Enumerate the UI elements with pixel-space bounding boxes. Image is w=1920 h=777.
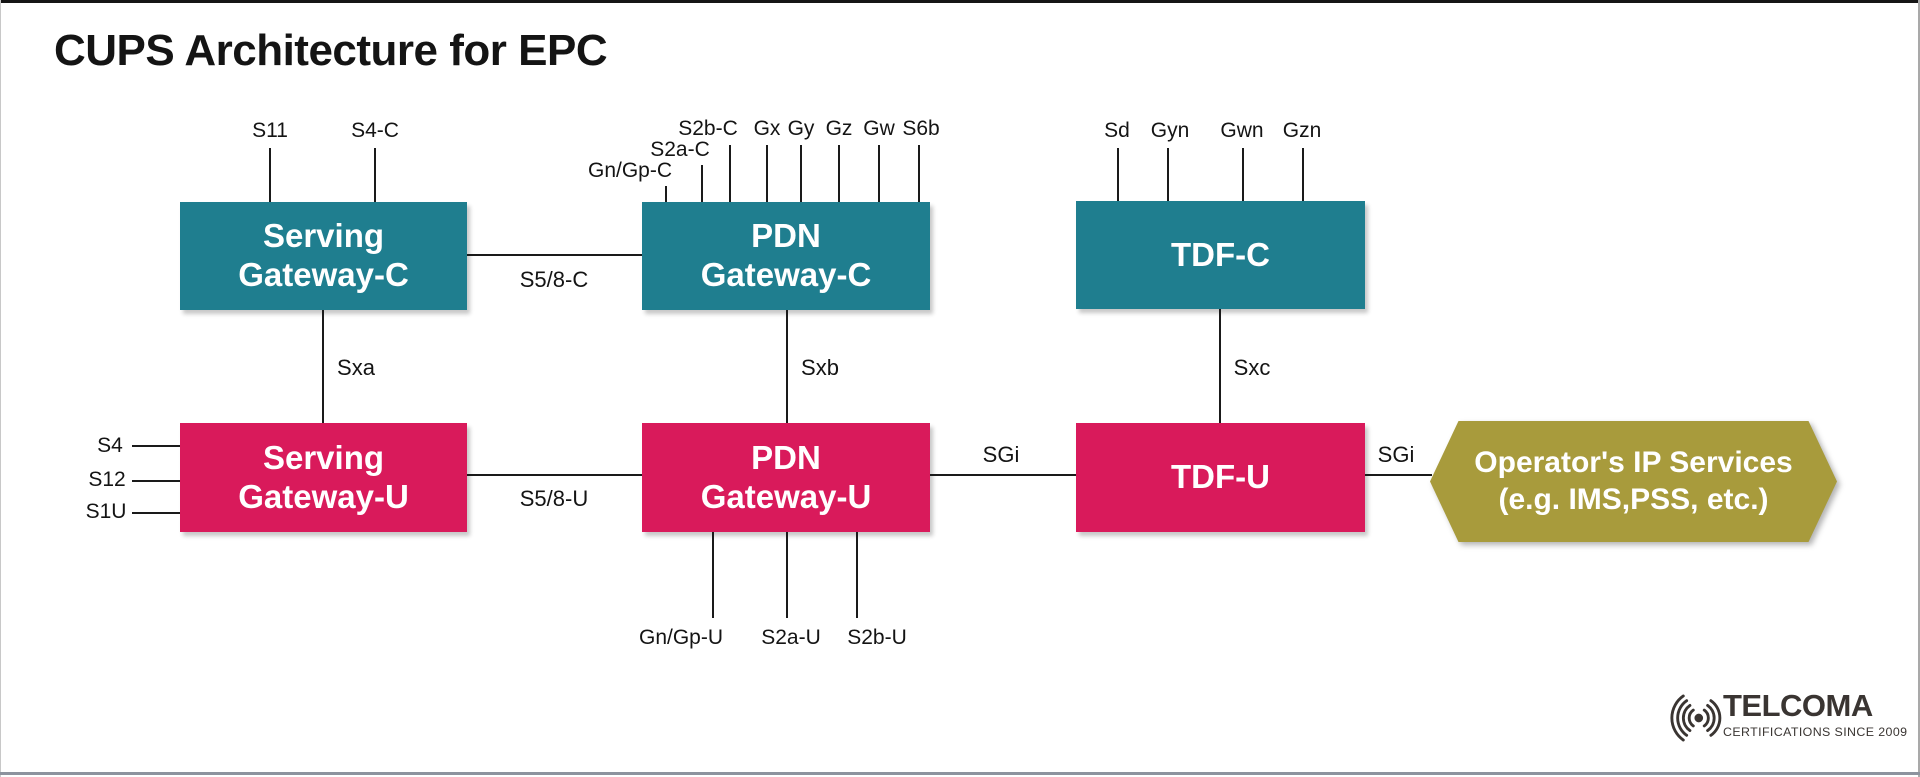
logo-text-block: TELCOMA CERTIFICATIONS SINCE 2009 [1723, 688, 1908, 739]
stub-label-s4: S4 [97, 434, 123, 457]
edge-label-sgi-2: SGi [1377, 442, 1415, 467]
node-label: (e.g. IMS,PSS, etc.) [1498, 482, 1769, 516]
top-border-line [0, 0, 1920, 3]
stub-label-s2au: S2a-U [761, 626, 821, 649]
edge-sxc-line [1219, 309, 1221, 423]
stub-label-gngpu: Gn/Gp-U [638, 626, 724, 649]
edge-label-sxa: Sxa [337, 355, 375, 380]
stub-gwn-line [1242, 148, 1244, 201]
stub-s11-line [269, 148, 271, 202]
stub-label-s2bc: S2b-C [678, 117, 738, 140]
stub-gyn-line [1167, 148, 1169, 201]
stub-label-gz: Gz [825, 117, 853, 140]
stub-gx-line [766, 145, 768, 202]
stub-s4c-line [374, 148, 376, 202]
edge-label-s58u: S5/8-U [519, 486, 589, 511]
node-label: Serving [262, 217, 385, 255]
node-label: TDF-U [1171, 458, 1270, 496]
telcoma-logo: TELCOMA CERTIFICATIONS SINCE 2009 [1664, 689, 1907, 746]
stub-label-gzn: Gzn [1282, 119, 1322, 142]
edge-sxb-line [786, 310, 788, 423]
stub-label-s2bu: S2b-U [847, 626, 907, 649]
stub-s2bu-line [856, 532, 858, 618]
node-serving-gateway-u: Serving Gateway-U [180, 423, 467, 532]
node-label: PDN [751, 438, 821, 476]
stub-gngpu-line [712, 532, 714, 618]
stub-gzn-line [1302, 148, 1304, 201]
node-label: Operator's IP Services [1474, 445, 1793, 479]
node-label: PDN [751, 217, 821, 255]
stub-s2ac-line [701, 165, 703, 202]
stub-label-gx: Gx [753, 117, 781, 140]
stub-gw-line [878, 145, 880, 202]
node-label: Gateway-C [700, 256, 872, 293]
stub-label-gyn: Gyn [1150, 119, 1190, 142]
hexagon-shape: Operator's IP Services (e.g. IMS,PSS, et… [1430, 421, 1837, 542]
node-label: Gateway-U [238, 477, 409, 515]
stub-gngpc-line [665, 186, 667, 202]
edge-sxa-line [322, 310, 324, 423]
node-serving-gateway-c: Serving Gateway-C [180, 202, 467, 310]
stub-label-s6b: S6b [902, 117, 940, 140]
edge-s58u-line [467, 474, 642, 476]
stub-label-gw: Gw [863, 117, 895, 140]
node-operator-ip-services: Operator's IP Services (e.g. IMS,PSS, et… [1430, 421, 1837, 542]
edge-sgi-line-pdn-tdf [930, 474, 1076, 476]
node-tdf-c: TDF-C [1076, 201, 1365, 309]
right-border-line [1918, 0, 1920, 777]
node-tdf-u: TDF-U [1076, 423, 1365, 532]
edge-label-sxb: Sxb [801, 355, 839, 380]
edge-sgi-line-tdf-services [1365, 474, 1432, 476]
stub-label-s2ac: S2a-C [650, 138, 710, 161]
stub-label-gngpc: Gn/Gp-C [587, 159, 673, 182]
stub-s2au-line [786, 532, 788, 618]
node-label: Gateway-C [238, 256, 409, 293]
stub-label-s12: S12 [88, 468, 126, 491]
stub-label-sd: Sd [1104, 119, 1130, 142]
edge-label-sgi-1: SGi [982, 442, 1020, 467]
node-label: Serving [262, 438, 385, 476]
stub-s1u-line [132, 512, 180, 514]
edge-s58c-line [467, 254, 642, 256]
stub-gy-line [800, 145, 802, 202]
stub-gz-line [838, 145, 840, 202]
stub-sd-line [1117, 148, 1119, 201]
stub-s4-line [132, 445, 180, 447]
left-border-line [0, 0, 1, 777]
radio-waves-icon [1670, 694, 1722, 742]
stub-s6b-line [918, 145, 920, 202]
bottom-border-line [0, 772, 1920, 775]
stub-label-gy: Gy [787, 117, 815, 140]
logo-brand: TELCOMA [1723, 688, 1873, 723]
edge-label-s58c: S5/8-C [519, 267, 589, 292]
node-pdn-gateway-u: PDN Gateway-U [642, 423, 930, 532]
stub-label-s1u: S1U [85, 500, 127, 523]
logo-tagline: CERTIFICATIONS SINCE 2009 [1723, 724, 1908, 739]
node-pdn-gateway-c: PDN Gateway-C [642, 202, 930, 310]
node-label: Gateway-U [700, 477, 872, 515]
stub-label-s11: S11 [252, 119, 288, 142]
stub-s12-line [132, 480, 180, 482]
edge-label-sxc: Sxc [1233, 355, 1271, 380]
stub-label-gwn: Gwn [1220, 119, 1264, 142]
page-title: CUPS Architecture for EPC [54, 26, 608, 75]
stub-label-s4c: S4-C [351, 119, 399, 142]
node-label: TDF-C [1171, 235, 1270, 273]
stub-s2bc-line [729, 145, 731, 202]
